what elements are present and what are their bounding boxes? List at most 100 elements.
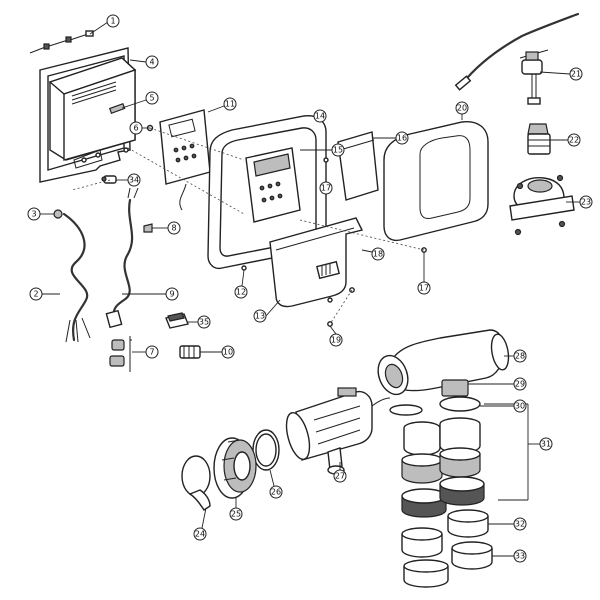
callout-number: 17 [419,284,429,293]
fitting-part-22 [527,123,551,155]
hinge-screw-part-18 [327,247,427,327]
callout-5: 5 [145,91,159,105]
callout-number: 29 [515,380,525,389]
callout-29: 29 [513,377,527,391]
callout-27: 27 [333,469,347,483]
assembly-guides [71,127,425,325]
callout-number: 35 [199,318,209,327]
callout-number: 3 [31,210,36,219]
electrode-part-27 [285,387,391,475]
callout-number: 27 [335,472,345,481]
callout-17-lower: 17 [417,281,431,295]
adapter-part-32 [401,509,489,558]
callout-number: 16 [397,134,407,143]
label-plate-part-16 [337,131,379,201]
callout-number: 8 [171,224,176,233]
callout-34: 34 [127,173,141,187]
callout-number: 31 [541,440,551,449]
clip-part-8 [143,223,153,233]
callout-number: 9 [169,290,174,299]
callout-number: 12 [236,288,246,297]
callout-number: 22 [569,136,579,145]
callout-number: 19 [331,336,341,345]
power-supply-box [48,57,137,161]
callout-number: 26 [271,488,281,497]
callout-number: 28 [515,352,525,361]
connector-part-35 [165,312,189,329]
callout-16: 16 [395,131,409,145]
callout-25: 25 [229,507,243,521]
power-cord-part-2 [62,212,91,343]
pcb-part-11 [159,109,211,211]
callout-number: 13 [255,312,265,321]
callout-number: 24 [195,530,205,539]
callout-18: 18 [371,247,385,261]
oring-part-30 [389,396,481,416]
callout-number: 30 [515,402,525,411]
callout-number: 4 [149,58,154,67]
callout-20: 20 [455,101,469,115]
display-module-part-15 [245,147,301,223]
callout-number: 18 [373,250,383,259]
callout-number: 14 [315,112,325,121]
callout-number: 15 [333,146,343,155]
callout-21: 21 [569,67,583,81]
cap-part-24 [181,455,211,511]
callout-12: 12 [234,285,248,299]
cell-body-part-28 [377,329,510,397]
callout-31: 31 [539,437,553,451]
callout-32: 32 [513,517,527,531]
callout-number: 34 [129,176,139,185]
callout-23: 23 [579,195,593,209]
callout-14: 14 [313,109,327,123]
callout-8: 8 [167,221,181,235]
sensor-cable-part-21 [454,12,580,105]
callout-number: 32 [515,520,525,529]
callout-number: 7 [149,348,154,357]
fuse-part-5 [108,102,126,114]
lower-cover-part-13 [269,217,364,308]
callout-3: 3 [27,207,41,221]
callout-number: 5 [149,94,154,103]
callout-22: 22 [567,133,581,147]
callout-9: 9 [165,287,179,301]
callout-7: 7 [145,345,159,359]
union-set-part-31 [401,417,485,518]
cable-glands-part-7 [109,336,132,372]
connector-part-10 [179,345,201,359]
callout-13: 13 [253,309,267,323]
callout-6: 6 [129,121,143,135]
callout-number: 20 [457,104,467,113]
callout-30: 30 [513,399,527,413]
union-nut-part-25 [213,437,257,499]
callout-number: 6 [133,124,138,133]
callout-number: 21 [571,70,581,79]
callout-28: 28 [513,349,527,363]
callout-number: 10 [223,348,233,357]
callout-1: 1 [106,14,120,28]
callout-11: 11 [223,97,237,111]
callout-15: 15 [331,143,345,157]
callout-4: 4 [145,55,159,69]
callout-17-upper: 17 [319,181,333,195]
oring-part-26 [252,429,280,471]
callout-number: 11 [225,100,235,109]
callout-number: 23 [581,198,591,207]
callout-19: 19 [329,333,343,347]
callout-2: 2 [29,287,43,301]
mounting-screws [29,30,94,54]
callout-35: 35 [197,315,211,329]
cable-part-9 [105,187,139,329]
callout-10: 10 [221,345,235,359]
callout-26: 26 [269,485,283,499]
callout-number: 2 [33,290,38,299]
callout-number: 17 [321,184,331,193]
callout-33: 33 [513,549,527,563]
adapter-part-33 [403,541,493,588]
callout-24: 24 [193,527,207,541]
pipe-clamp-part-23 [509,174,575,236]
callout-number: 25 [231,510,241,519]
callout-number: 33 [515,552,525,561]
connector-part-34 [101,175,117,184]
